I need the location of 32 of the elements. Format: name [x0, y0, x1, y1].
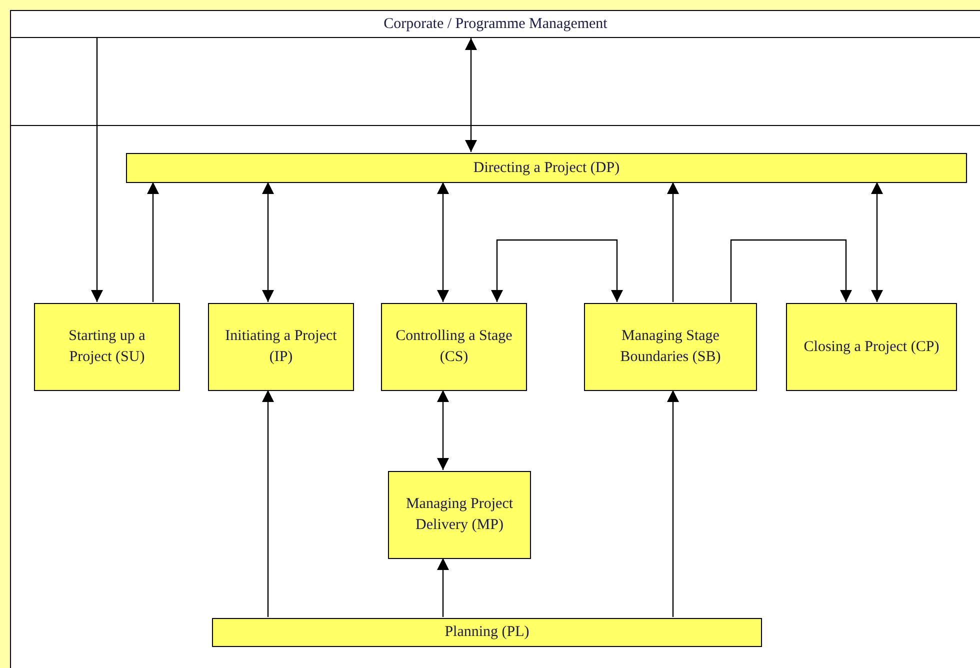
arrow — [91, 38, 103, 302]
process-box — [584, 303, 757, 391]
project-area — [10, 125, 980, 668]
arrow — [262, 182, 274, 302]
node-label: Corporate / Programme Management — [382, 14, 608, 34]
arrow — [871, 182, 883, 302]
arrow — [437, 182, 449, 302]
process-box — [34, 303, 180, 391]
arrow — [667, 182, 679, 302]
arrow — [465, 38, 477, 152]
node-label: Managing Project Delivery (MP) — [404, 495, 514, 535]
node-label: Initiating a Project (IP) — [224, 327, 338, 367]
node-label: Planning (PL) — [444, 623, 530, 642]
arrow — [147, 182, 159, 302]
node-label: Directing a Project (DP) — [472, 158, 621, 178]
arrow — [437, 558, 449, 617]
arrow — [667, 390, 679, 617]
process-box — [388, 471, 531, 559]
arrow — [262, 390, 274, 617]
arrow — [491, 239, 623, 302]
process-box — [208, 303, 354, 391]
node-label: Controlling a Stage (CS) — [394, 327, 514, 367]
node-label: Starting up a Project (SU) — [68, 327, 146, 367]
process-box — [786, 303, 957, 391]
process-bar — [212, 618, 762, 647]
arrow — [437, 390, 449, 470]
management-band — [10, 10, 980, 38]
node-label: Closing a Project (CP) — [802, 338, 940, 356]
arrow — [730, 239, 852, 302]
process-box — [381, 303, 527, 391]
process-bar — [126, 153, 967, 183]
node-label: Managing Stage Boundaries (SB) — [619, 327, 722, 367]
